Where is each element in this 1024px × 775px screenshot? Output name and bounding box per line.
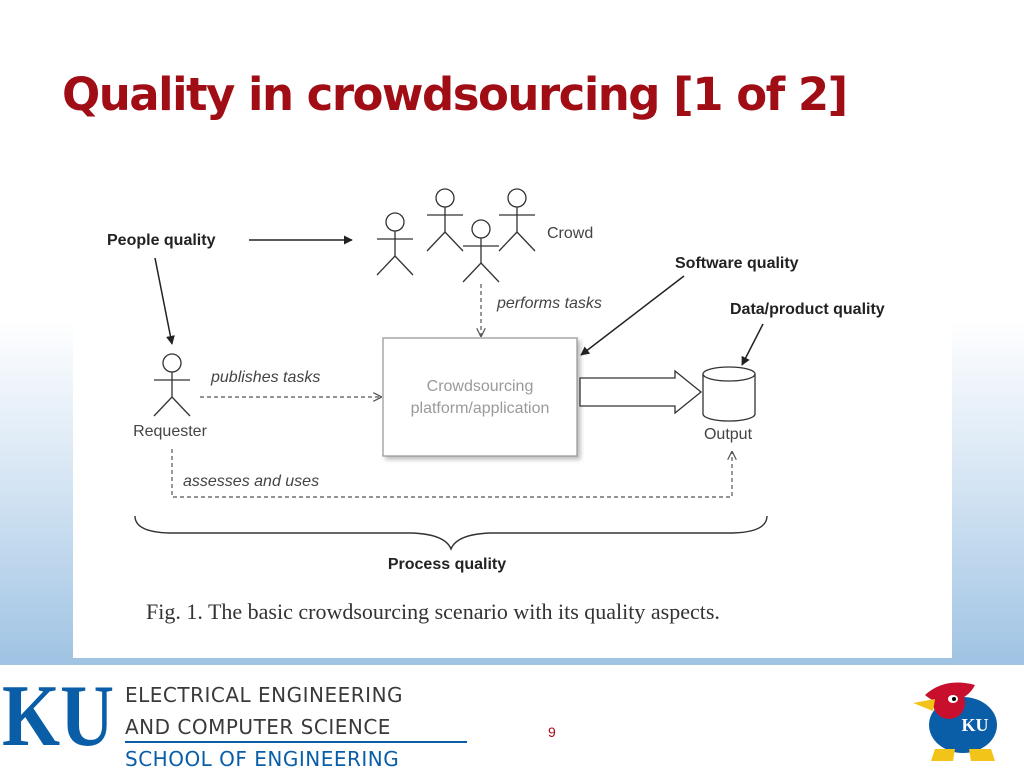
crowd-figures bbox=[376, 188, 536, 283]
figure-caption: Fig. 1. The basic crowdsourcing scenario… bbox=[146, 599, 720, 624]
dept-line-1: ELECTRICAL ENGINEERING bbox=[125, 683, 404, 707]
process-quality-brace bbox=[134, 515, 768, 551]
crowd-label: Crowd bbox=[547, 225, 593, 242]
output-label: Output bbox=[704, 426, 753, 443]
crowd-person-icon bbox=[462, 219, 500, 283]
crowd-person-icon bbox=[498, 188, 536, 252]
crowd-person-icon bbox=[426, 188, 464, 252]
data-product-quality-label: Data/product quality bbox=[730, 301, 885, 318]
software-quality-label: Software quality bbox=[675, 255, 799, 272]
dept-line-3: SCHOOL OF ENGINEERING bbox=[125, 747, 400, 771]
svg-text:KU: KU bbox=[962, 715, 989, 735]
page-number: 9 bbox=[548, 724, 556, 740]
crowd-person-icon bbox=[376, 212, 414, 276]
data-quality-arrow bbox=[741, 323, 764, 366]
platform-label-line1: Crowdsourcing bbox=[427, 378, 534, 395]
platform-to-output-arrow bbox=[579, 369, 703, 415]
people-quality-label: People quality bbox=[107, 232, 216, 249]
requester-label: Requester bbox=[133, 423, 207, 440]
ku-logo: KU bbox=[2, 668, 114, 765]
platform-box bbox=[382, 337, 578, 457]
department-name: ELECTRICAL ENGINEERING AND COMPUTER SCIE… bbox=[125, 679, 403, 775]
assesses-and-uses-arrow bbox=[171, 449, 732, 498]
performs-tasks-label: performs tasks bbox=[496, 295, 602, 312]
requester-person-icon bbox=[153, 353, 191, 417]
crowdsourcing-diagram: People quality Crowd Software quality pe… bbox=[107, 188, 885, 624]
footer: KU ELECTRICAL ENGINEERING AND COMPUTER S… bbox=[0, 665, 1024, 771]
dept-line-2: AND COMPUTER SCIENCE bbox=[125, 715, 391, 739]
software-quality-arrow bbox=[580, 275, 685, 356]
crowdsourcing-figure: People quality Crowd Software quality pe… bbox=[73, 166, 952, 658]
output-database-icon bbox=[702, 366, 756, 422]
publishes-tasks-label: publishes tasks bbox=[210, 369, 320, 386]
dept-divider bbox=[125, 741, 467, 743]
slide-title: Quality in crowdsourcing [1 of 2] bbox=[62, 68, 848, 121]
process-quality-label: Process quality bbox=[388, 556, 506, 573]
people-quality-to-requester-arrow bbox=[154, 257, 175, 345]
platform-label-line2: platform/application bbox=[411, 400, 550, 417]
assesses-and-uses-label: assesses and uses bbox=[183, 473, 319, 490]
ku-logo-text: KU bbox=[2, 668, 114, 765]
jayhawk-icon: KU bbox=[913, 682, 997, 761]
